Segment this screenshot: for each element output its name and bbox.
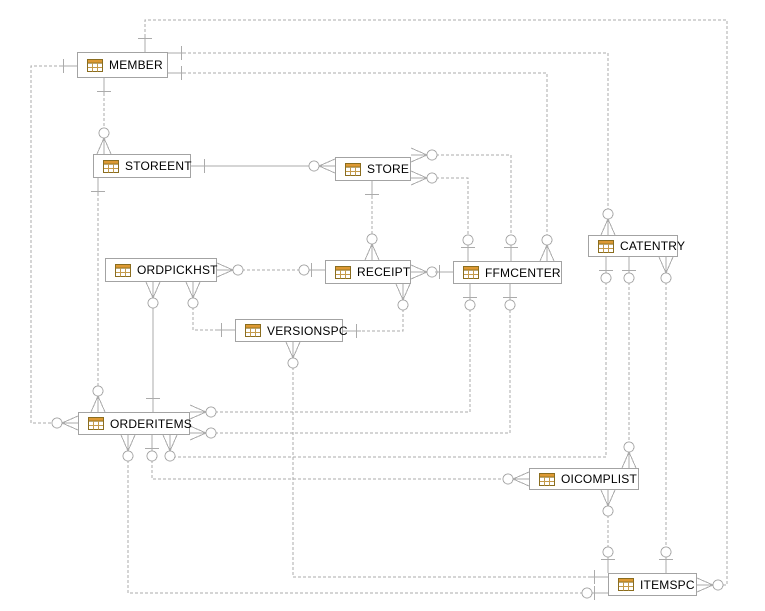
relationship-orderitems-ffmcenter-2[interactable] (189, 284, 517, 441)
entity-label: CATENTRY (620, 239, 686, 253)
relationship-catentry-oicomplist[interactable] (621, 257, 637, 469)
relationship-versionspc-itemspc[interactable] (285, 341, 608, 584)
relationship-member-catentry[interactable] (168, 46, 616, 236)
entity-catentry[interactable]: CATENTRY (588, 235, 685, 257)
table-icon (539, 472, 555, 486)
entity-label: OICOMPLIST (561, 472, 638, 486)
relationship-ordpickhst-orderitems[interactable] (145, 281, 161, 412)
relationship-receipt-ffmcenter[interactable] (410, 264, 453, 280)
relationship-orderitems-catentry[interactable] (162, 257, 613, 462)
table-icon (463, 266, 479, 279)
table-icon (618, 578, 634, 591)
table-icon (245, 324, 261, 337)
relationship-catentry-itemspc[interactable] (658, 256, 674, 573)
entity-store[interactable]: STORE (335, 157, 411, 181)
relationship-storeent-store[interactable] (191, 158, 336, 174)
relationship-orderitems-ffmcenter-1[interactable] (189, 284, 477, 420)
entity-receipt[interactable]: RECEIPT (325, 260, 411, 284)
relationship-member-storeent[interactable] (96, 78, 112, 155)
table-icon (87, 58, 103, 72)
entity-label: ITEMSPC (640, 577, 695, 592)
relationship-oicomplist-itemspc[interactable] (600, 489, 616, 573)
entity-label: MEMBER (109, 58, 163, 72)
entity-itemspc[interactable]: ITEMSPC (608, 573, 697, 596)
entity-ffmcenter[interactable]: FFMCENTER (453, 261, 562, 284)
relationship-orderitems-oicomplist[interactable] (145, 435, 530, 487)
relationship-store-ffmcenter-2[interactable] (410, 170, 475, 261)
entity-orderitems[interactable]: ORDERITEMS (78, 412, 193, 435)
relationship-member-itemspc[interactable] (138, 19, 728, 593)
relationship-ordpickhst-receipt[interactable] (216, 262, 325, 278)
entity-oicomplist[interactable]: OICOMPLIST (529, 468, 639, 490)
table-icon (115, 263, 131, 277)
entity-label: STORE (367, 162, 410, 176)
entity-label: ORDPICKHST (137, 263, 218, 277)
relationship-store-receipt[interactable] (364, 181, 380, 261)
relationship-receipt-versionspc[interactable] (343, 283, 411, 338)
relationship-store-ffmcenter-1[interactable] (410, 147, 518, 261)
table-icon (345, 162, 361, 176)
table-icon (598, 239, 614, 253)
table-icon (88, 417, 104, 430)
entity-storeent[interactable]: STOREENT (93, 154, 192, 178)
relationship-member-ffmcenter[interactable] (168, 66, 555, 262)
relationship-member-orderitems[interactable] (30, 59, 79, 431)
entity-label: STOREENT (125, 159, 192, 173)
entity-member[interactable]: MEMBER (77, 52, 168, 78)
relationship-orderitems-itemspc[interactable] (120, 434, 608, 600)
entity-label: FFMCENTER (485, 265, 561, 280)
relationship-ordpickhst-versionspc[interactable] (185, 281, 235, 337)
entity-label: RECEIPT (357, 265, 411, 279)
entity-versionspc[interactable]: VERSIONSPC (235, 319, 347, 342)
entity-label: ORDERITEMS (110, 416, 193, 431)
entity-label: VERSIONSPC (267, 323, 348, 338)
table-icon (103, 159, 119, 173)
table-icon (335, 265, 351, 279)
relationship-storeent-orderitems[interactable] (90, 178, 106, 413)
entity-ordpickhst[interactable]: ORDPICKHST (105, 258, 217, 282)
